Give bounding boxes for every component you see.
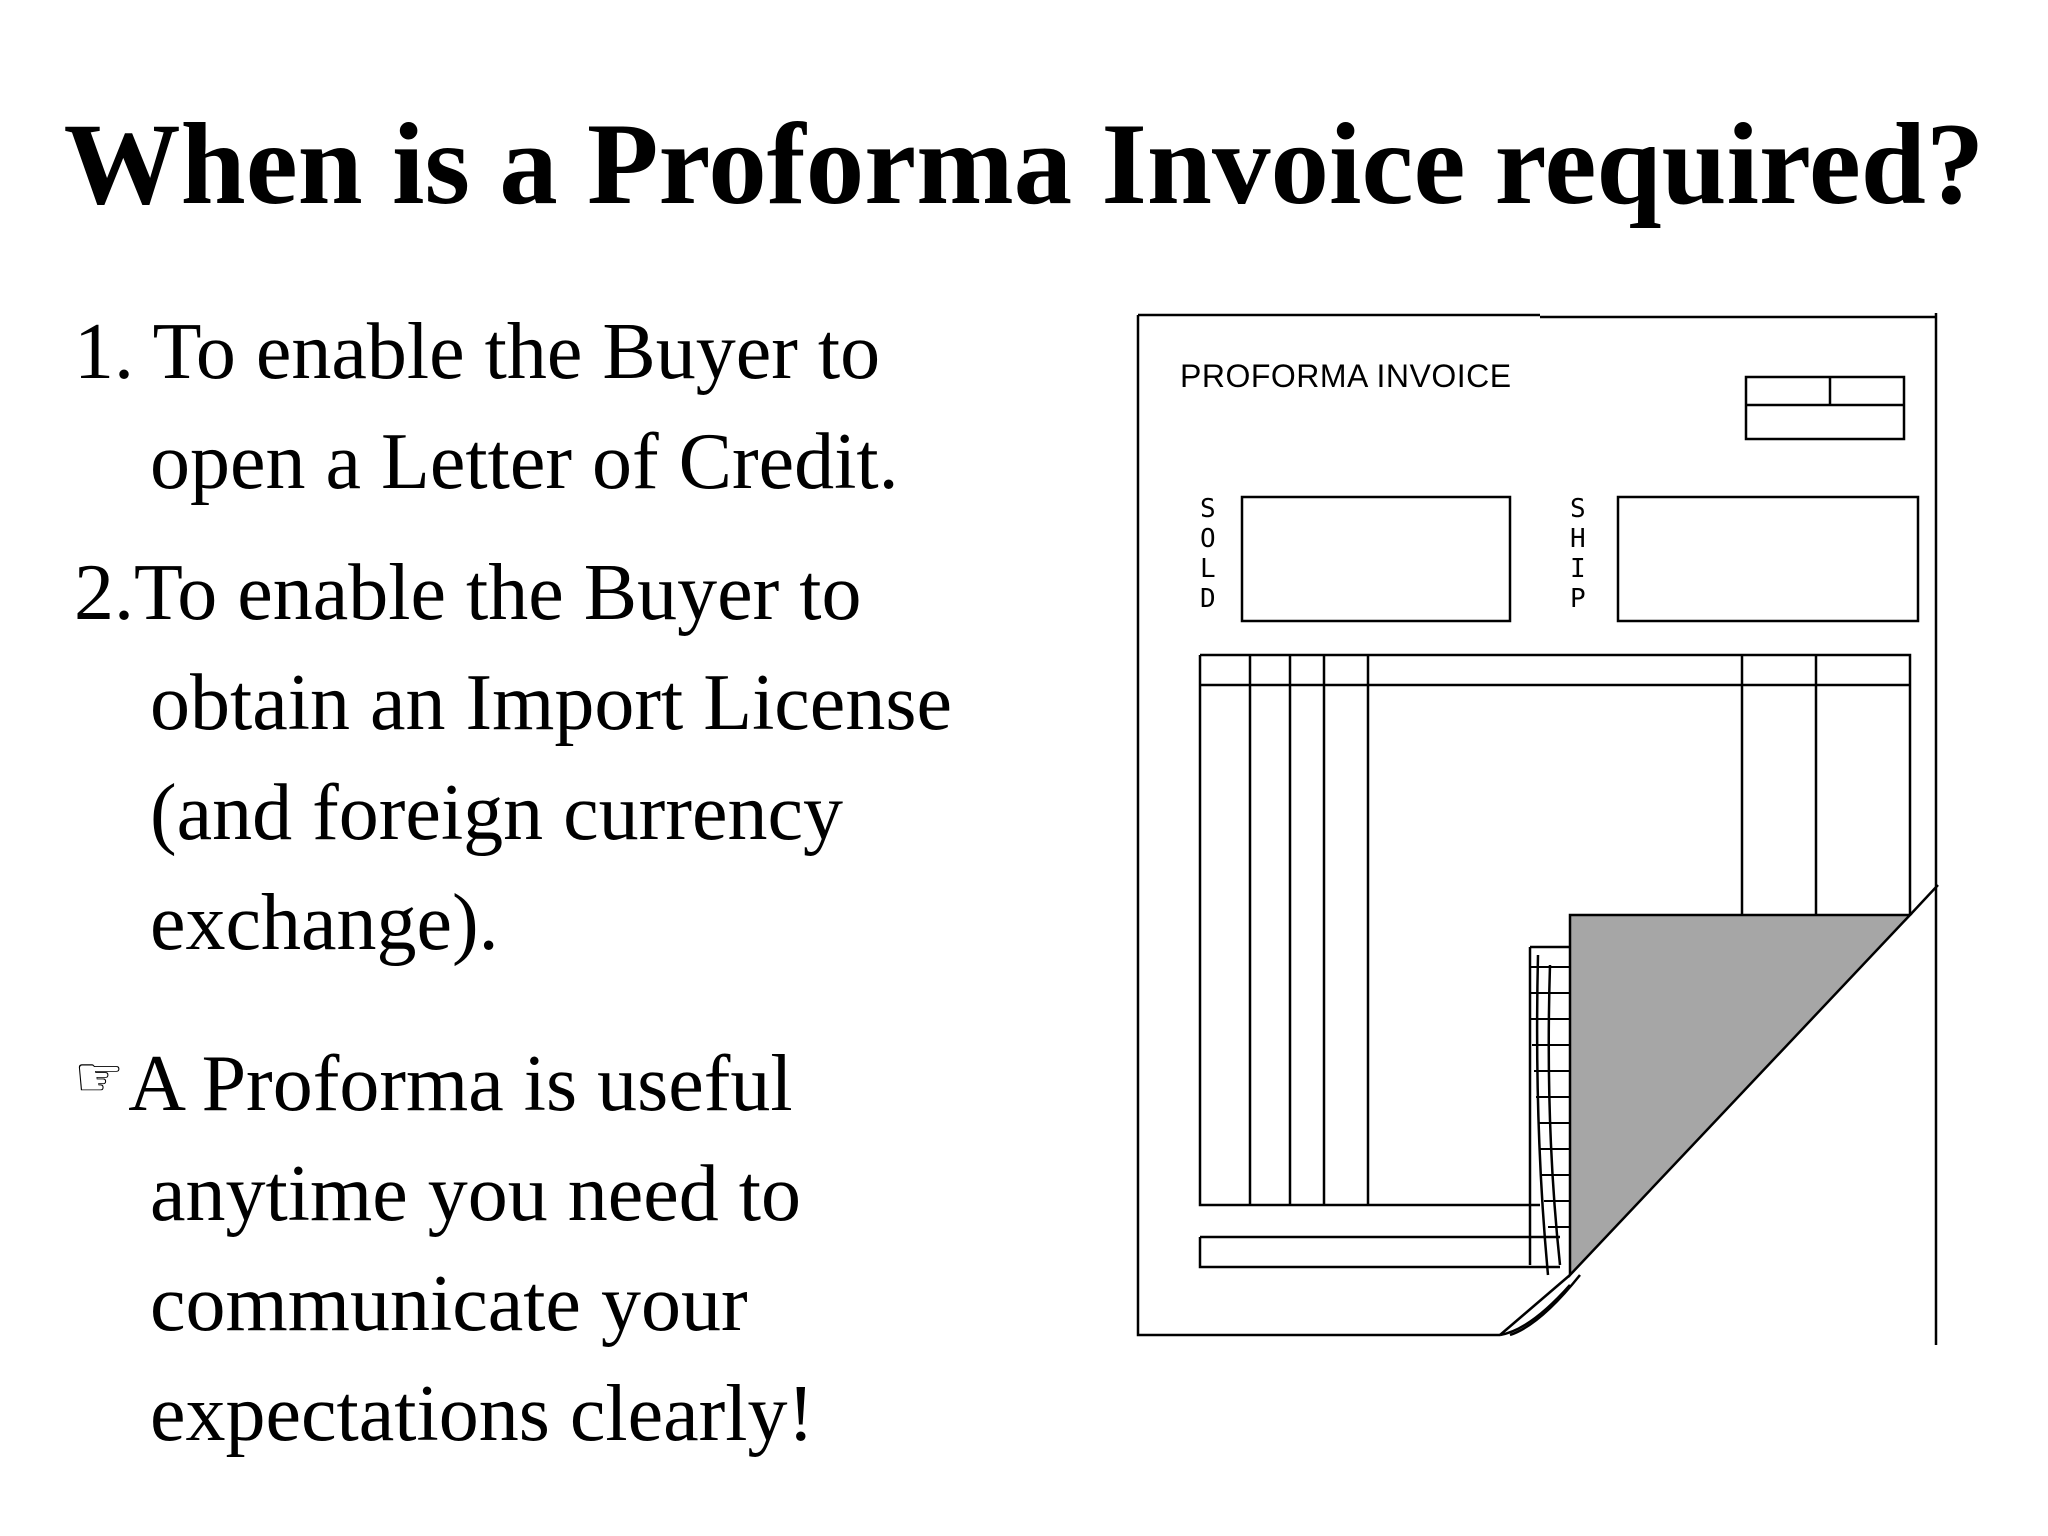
invoice-header-label: PROFORMA INVOICE	[1180, 358, 1512, 394]
list-item-text-line: open a Letter of Credit.	[150, 418, 899, 506]
list-item-text-line: expectations clearly!	[150, 1370, 815, 1458]
slide-title: When is a Proforma Invoice required?	[63, 100, 1985, 229]
sold-letter: L	[1200, 554, 1216, 584]
ship-letter: H	[1570, 524, 1586, 554]
invoice-number-box	[1744, 375, 1906, 441]
list-item-text-line: To enable the Buyer to	[134, 549, 862, 637]
list-number: 2.	[74, 549, 134, 637]
line-items-table	[1198, 655, 1540, 1207]
list-item-text-line: To enable the Buyer to	[152, 308, 881, 396]
sold-to-box	[1240, 495, 1512, 623]
list-item-letter-of-credit: 1. To enable the Buyer to open a Letter …	[74, 297, 899, 517]
ship-letter: S	[1570, 494, 1586, 524]
page-curl	[1568, 913, 1913, 1279]
ship-label: S H I P	[1570, 494, 1586, 614]
list-item-text-line: communicate your	[150, 1260, 748, 1348]
ship-letter: I	[1570, 554, 1586, 584]
pointing-hand-icon: ☞	[74, 1045, 125, 1110]
totals-bar	[1198, 1235, 1560, 1269]
list-item-text-line: anytime you need to	[150, 1150, 801, 1238]
ship-to-box	[1616, 495, 1920, 623]
list-number: 1.	[74, 308, 134, 396]
list-item-text-line: A Proforma is useful	[128, 1040, 793, 1128]
list-item-text-line: obtain an Import License	[150, 659, 952, 747]
proforma-invoice-illustration: PROFORMA INVOICE S O L D S H I P	[1130, 305, 1950, 1345]
sold-label: S O L D	[1200, 494, 1216, 614]
list-item-import-license: 2.To enable the Buyer to obtain an Impor…	[74, 538, 952, 978]
invoice-drawing: PROFORMA INVOICE S O L D S H I P	[1136, 313, 1939, 1345]
list-item-proforma-useful: ☞A Proforma is useful anytime you need t…	[74, 1023, 814, 1469]
invoice-page-border	[1136, 313, 1936, 1337]
sold-letter: S	[1200, 494, 1216, 524]
list-item-text-line: exchange).	[150, 879, 499, 967]
ship-letter: P	[1570, 584, 1586, 614]
sold-letter: D	[1200, 584, 1216, 614]
list-item-text-line: (and foreign currency	[150, 769, 843, 857]
sold-letter: O	[1200, 524, 1216, 554]
